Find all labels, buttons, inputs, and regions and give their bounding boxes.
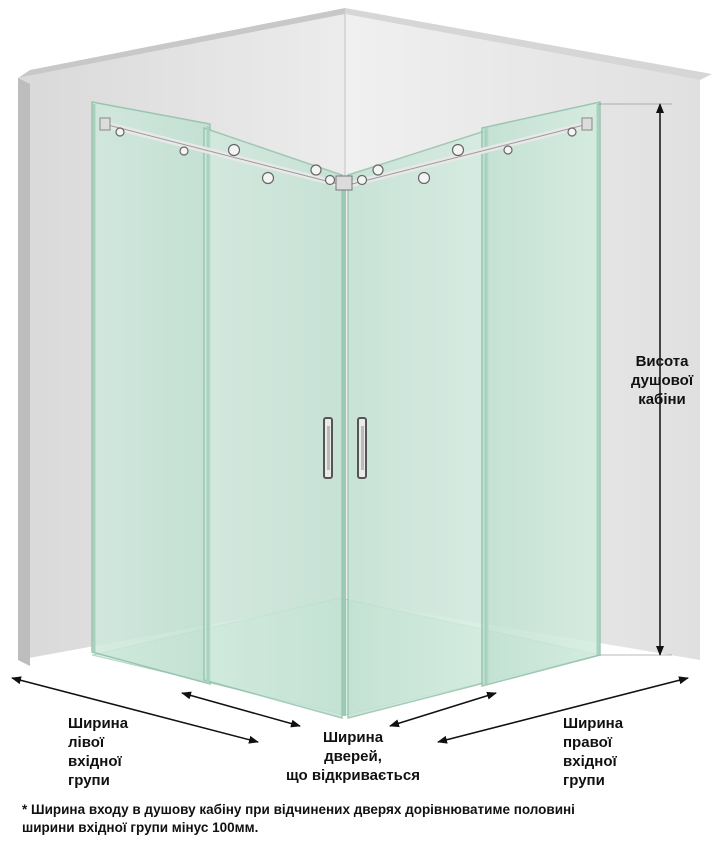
left-fixed-glass [91,101,211,685]
roller [179,146,189,156]
roller [310,164,322,176]
door-width-label: Ширина дверей, що відкривається [286,729,420,784]
roller [372,164,384,176]
rail-corner-connector [335,175,353,191]
glass-panels [91,101,601,719]
left-sliding-door [203,126,343,719]
right-group-dimension-arrow [437,676,689,744]
footnote: * Ширина входу в душову кабіну при відчи… [22,802,575,835]
roller [115,127,125,137]
roller [261,171,275,185]
dimension-lines [11,103,689,744]
roller [324,174,336,186]
right-wall-top [345,8,712,80]
roller [451,143,465,157]
right-fixed-glass [481,101,601,687]
roller [503,145,513,155]
right-sliding-door [347,128,489,719]
roller [227,143,241,157]
roller [417,171,431,185]
left-wall-top [18,8,345,78]
door-rollers [115,127,577,186]
rail-end-cap-right [581,117,593,131]
sliding-rail [99,117,593,191]
left-group-dimension-arrow [11,676,259,744]
left-door-dimension-arrow [181,691,301,728]
height-label: Висота душової кабіни [630,353,694,408]
roller [567,127,577,137]
door-handles [323,417,367,479]
left-group-width-label: Ширина лівої вхідної групи [68,715,129,789]
roller [356,174,368,186]
rail-end-cap-left [99,117,111,131]
right-group-width-label: Ширина правої вхідної групи [563,715,624,789]
left-wall-edge [18,78,30,666]
